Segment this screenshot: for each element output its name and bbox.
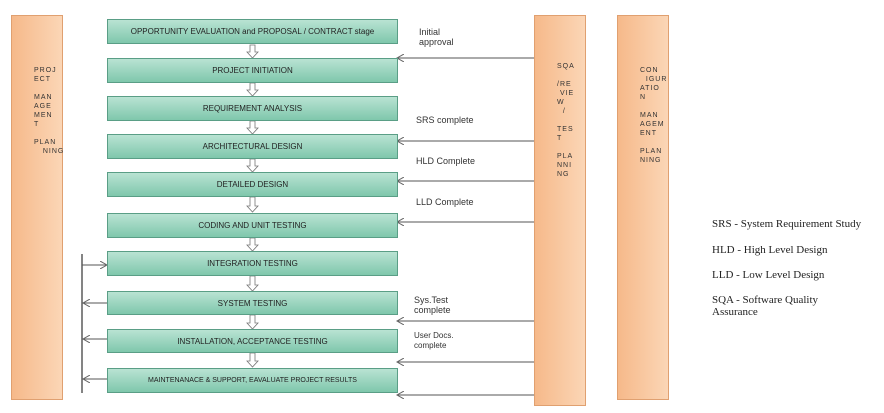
stage-project-initiation: PROJECT INITIATION xyxy=(107,58,398,83)
project-management-column: PROJ ECT MAN AGE MEN T PLAN NING xyxy=(11,15,63,400)
stage-label: INTEGRATION TESTING xyxy=(207,259,298,268)
note-initial-approval: Initial approval xyxy=(419,27,454,47)
stage-system-testing: SYSTEM TESTING xyxy=(107,291,398,315)
stage-requirement-analysis: REQUIREMENT ANALYSIS xyxy=(107,96,398,121)
legend-lld: LLD - Low Level Design xyxy=(712,269,825,281)
configuration-management-column: CON IGUR ATIO N MAN AGEM ENT PLAN NING xyxy=(617,15,669,400)
stage-coding-unit-testing: CODING AND UNIT TESTING xyxy=(107,213,398,238)
stage-label: ARCHITECTURAL DESIGN xyxy=(202,142,303,151)
configuration-management-label: CON IGUR ATIO N MAN AGEM ENT PLAN NING xyxy=(640,67,668,164)
stage-label: MAINTENANACE & SUPPORT, EAVALUATE PROJEC… xyxy=(148,377,357,384)
legend-srs: SRS - System Requirement Study xyxy=(712,218,862,230)
stage-label: CODING AND UNIT TESTING xyxy=(198,221,307,230)
stage-detailed-design: DETAILED DESIGN xyxy=(107,172,398,197)
note-user-docs-complete: User Docs. complete xyxy=(414,331,454,350)
stage-opportunity-evaluation: OPPORTUNITY EVALUATION and PROPOSAL / CO… xyxy=(107,19,398,44)
stage-label: PROJECT INITIATION xyxy=(212,66,293,75)
down-arrows xyxy=(246,44,259,368)
project-management-label: PROJ ECT MAN AGE MEN T PLAN NING xyxy=(34,67,65,155)
legend-hld: HLD - High Level Design xyxy=(712,244,828,256)
stage-integration-testing: INTEGRATION TESTING xyxy=(107,251,398,276)
legend-sqa: SQA - Software Quality Assurance xyxy=(712,294,819,318)
sqa-feedback-arrows xyxy=(398,58,534,395)
note-lld-complete: LLD Complete xyxy=(416,197,474,207)
stage-label: REQUIREMENT ANALYSIS xyxy=(202,104,303,113)
stage-installation-acceptance-testing: INSTALLATION, ACCEPTANCE TESTING xyxy=(107,329,398,353)
stage-label: INSTALLATION, ACCEPTANCE TESTING xyxy=(177,336,328,346)
left-feedback-arrows xyxy=(82,265,107,379)
stage-maintenance-support: MAINTENANACE & SUPPORT, EAVALUATE PROJEC… xyxy=(107,368,398,393)
stage-label: OPPORTUNITY EVALUATION and PROPOSAL / CO… xyxy=(130,27,375,36)
stage-label: SYSTEM TESTING xyxy=(217,298,288,308)
stage-label: DETAILED DESIGN xyxy=(216,180,289,189)
stage-architectural-design: ARCHITECTURAL DESIGN xyxy=(107,134,398,159)
note-hld-complete: HLD Complete xyxy=(416,156,476,166)
note-sys-test-complete: Sys.Test complete xyxy=(414,295,451,315)
sqa-label: SQA /RE VIE W / TES T PLA NNI NG xyxy=(557,63,575,178)
sqa-column: SQA /RE VIE W / TES T PLA NNI NG xyxy=(534,15,586,406)
note-srs-complete: SRS complete xyxy=(416,115,474,125)
